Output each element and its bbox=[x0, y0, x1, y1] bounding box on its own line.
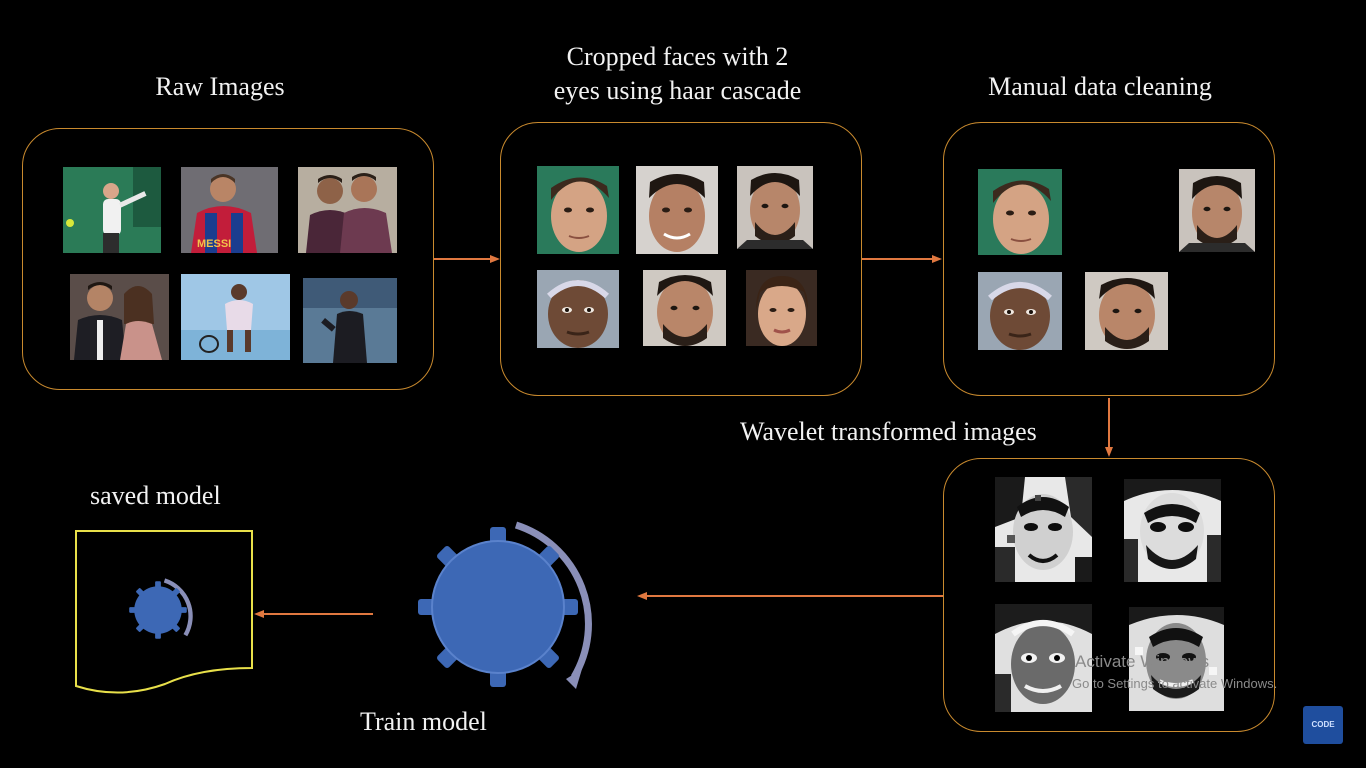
saved-model-box bbox=[75, 530, 253, 694]
activate-windows-subtitle: Go to Settings to activate Windows. bbox=[1072, 676, 1278, 691]
activate-windows-title: Activate Windows bbox=[1075, 652, 1210, 671]
raw-image-tennis-celebrate bbox=[303, 278, 397, 363]
manual-cleaning-title: Manual data cleaning bbox=[988, 72, 1212, 101]
raw-image-couple bbox=[70, 274, 169, 360]
arrow-wavelet-to-train bbox=[637, 592, 943, 600]
cleaned-face-4 bbox=[1085, 272, 1168, 350]
cleaned-face-3 bbox=[978, 272, 1062, 350]
channel-logo-icon: CODE bbox=[1303, 706, 1343, 744]
saved-model-gear-icon bbox=[129, 578, 193, 639]
raw-images-box bbox=[22, 128, 434, 390]
raw-image-cricketers bbox=[298, 167, 397, 253]
arrow-raw-to-cropped bbox=[434, 255, 500, 263]
cropped-faces-title-line2: eyes using haar cascade bbox=[553, 76, 802, 105]
arrow-train-to-saved bbox=[254, 610, 373, 618]
wavelet-image-4 bbox=[1129, 607, 1224, 711]
raw-image-soccer-player: MESSI bbox=[181, 167, 278, 253]
wavelet-title: Wavelet transformed images bbox=[740, 417, 1037, 446]
cleaned-face-1 bbox=[978, 169, 1062, 255]
arrow-cropped-to-manual bbox=[862, 255, 942, 263]
cropped-faces-title-line1: Cropped faces with 2 bbox=[566, 42, 789, 71]
train-model-gear-icon bbox=[418, 521, 592, 689]
wavelet-image-2 bbox=[1124, 479, 1221, 582]
cleaned-face-2 bbox=[1179, 169, 1255, 252]
cropped-faces-box bbox=[500, 122, 862, 396]
cropped-face-6 bbox=[746, 270, 817, 346]
cropped-face-5 bbox=[643, 270, 726, 346]
raw-image-tennis-crouch bbox=[181, 274, 290, 360]
saved-model-title: saved model bbox=[90, 481, 221, 510]
raw-image-tennis-player bbox=[63, 167, 161, 253]
raw-images-title: Raw Images bbox=[155, 72, 285, 101]
wavelet-box bbox=[943, 458, 1275, 732]
wavelet-image-3 bbox=[995, 604, 1092, 712]
cropped-face-2 bbox=[636, 166, 718, 254]
manual-cleaning-box bbox=[943, 122, 1275, 396]
svg-text:MESSI: MESSI bbox=[197, 238, 231, 250]
arrow-manual-to-wavelet bbox=[1105, 398, 1113, 457]
cropped-face-1 bbox=[537, 166, 619, 254]
cropped-face-4 bbox=[537, 270, 619, 348]
cropped-face-3 bbox=[737, 166, 813, 249]
train-model-title: Train model bbox=[360, 707, 487, 736]
wavelet-image-1 bbox=[995, 477, 1092, 582]
